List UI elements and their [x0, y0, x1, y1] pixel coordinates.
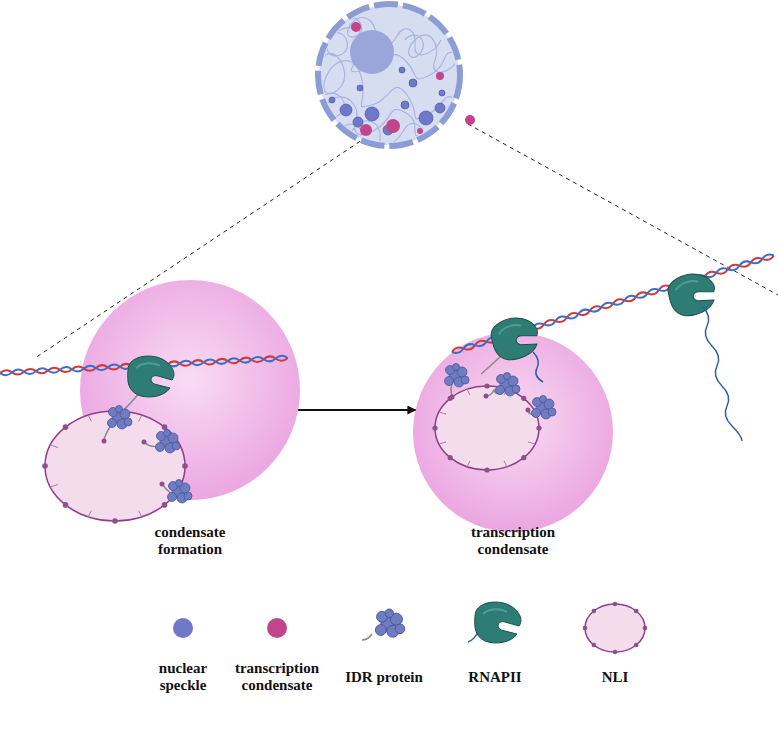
rnapii [128, 268, 721, 397]
legend-entry: IDR protein [319, 658, 449, 696]
legend-entry: transcription condensate [222, 658, 332, 696]
legend-label: transcription condensate [222, 660, 332, 694]
process-arrow [298, 409, 415, 411]
legend-label: RNAPII [468, 669, 521, 686]
legend-label: IDR protein [345, 669, 423, 686]
idr-tail [104, 352, 536, 494]
caption: condensate formation [135, 524, 245, 558]
nli-vesicle [432, 383, 541, 472]
legend-label: nuclear speckle [138, 660, 228, 694]
legend-entry: RNAPII [440, 658, 550, 696]
legend-entry: nuclear speckle [138, 658, 228, 696]
caption: transcription condensate [458, 524, 568, 558]
rna-transcript [533, 306, 742, 441]
legend-label: NLI [602, 669, 629, 686]
idr-protein [108, 364, 557, 504]
legend-swatch [267, 618, 287, 638]
nucleus [318, 4, 482, 149]
legend-entry: NLI [575, 658, 655, 696]
legend-icon [362, 602, 647, 655]
legend-swatch [173, 618, 193, 638]
